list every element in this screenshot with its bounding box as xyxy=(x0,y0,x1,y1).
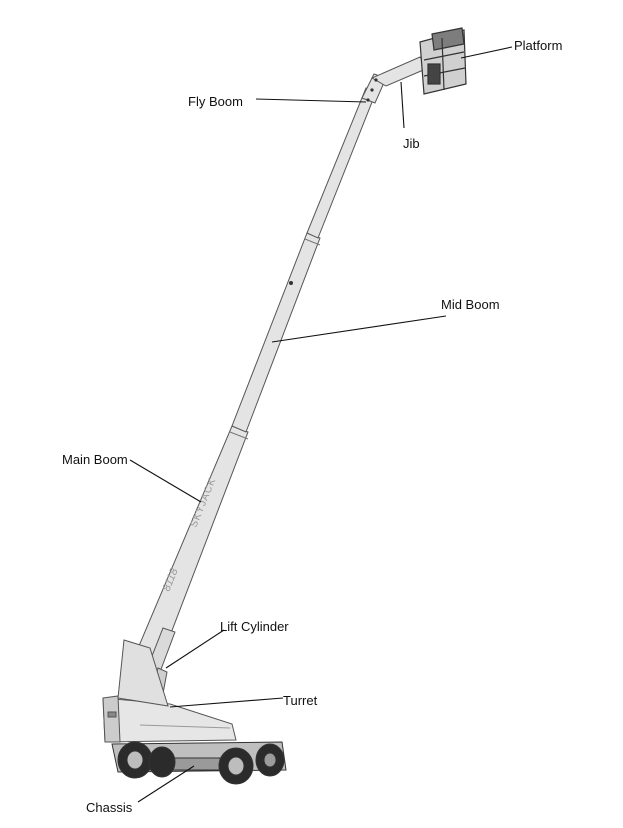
chassis xyxy=(111,741,287,785)
label-lift-cylinder: Lift Cylinder xyxy=(220,619,289,634)
leader-lift-cylinder xyxy=(165,629,225,669)
leader-mid-boom xyxy=(271,315,447,343)
upper-boom xyxy=(306,87,377,239)
mid-boom xyxy=(231,232,321,433)
leader-jib xyxy=(400,81,405,129)
label-jib: Jib xyxy=(403,136,420,151)
label-mid-boom: Mid Boom xyxy=(441,297,500,312)
jib xyxy=(370,56,429,87)
platform xyxy=(419,27,467,95)
leader-platform xyxy=(460,46,513,59)
leader-lines xyxy=(129,46,513,803)
tire-front-right xyxy=(148,746,176,778)
label-chassis: Chassis xyxy=(86,800,133,815)
turret xyxy=(102,639,237,743)
label-main-boom: Main Boom xyxy=(62,452,128,467)
boom-assembly: SKYJACK 8118 xyxy=(132,56,429,668)
label-turret: Turret xyxy=(283,693,318,708)
leader-main-boom xyxy=(129,459,202,503)
leader-fly-boom xyxy=(255,98,367,103)
leader-chassis xyxy=(137,765,195,803)
leader-turret xyxy=(169,697,284,708)
label-fly-boom: Fly Boom xyxy=(188,94,243,109)
label-platform: Platform xyxy=(514,38,563,53)
